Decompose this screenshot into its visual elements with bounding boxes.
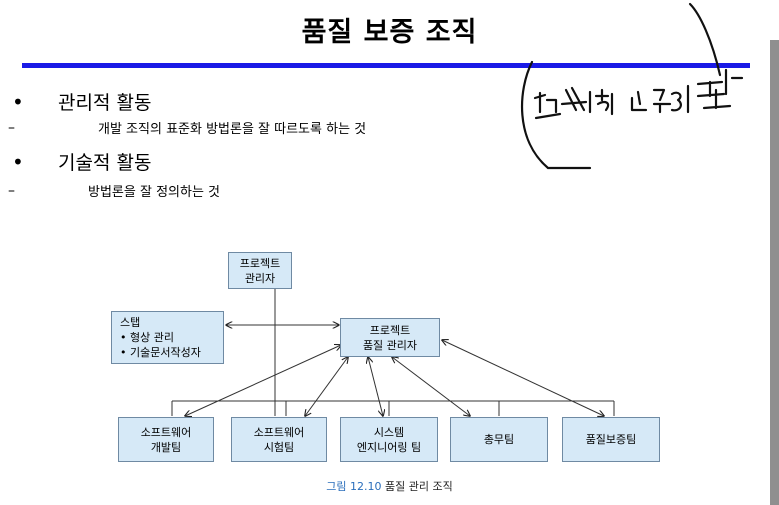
project-manager-box: 프로젝트 관리자 [228,252,292,289]
box-line: 품질보증팀 [585,433,637,446]
qa-manager-box: 프로젝트 품질 관리자 [340,318,440,357]
box-line: 개발팀 [150,440,182,454]
box-line: 소프트웨어 [140,425,192,439]
dash-marker: – [8,119,15,136]
box-line: 소프트웨어 [253,425,305,439]
sys-team-box: 시스템 엔지니어링 팀 [340,417,438,462]
dev-team-box: 소프트웨어 개발팀 [118,417,214,462]
box-line: 프로젝트 [239,256,281,270]
box-line: 총무팀 [483,433,515,446]
bullet-marker: • [12,89,24,114]
test-team-box: 소프트웨어 시험팀 [231,417,327,462]
figure-title: 품질 관리 조직 [385,480,453,493]
bullet-text: 관리적 활동 [58,92,152,114]
title-underline [22,63,750,68]
subbullet-technical: – 방법론을 잘 정의하는 것 [0,181,220,201]
admin-team-box: 총무팀 [450,417,548,462]
subbullet-management: – 개발 조직의 표준화 방법론을 잘 따르도록 하는 것 [0,118,367,138]
box-line: 스탭 [120,316,141,329]
subbullet-text: 개발 조직의 표준화 방법론을 잘 따르도록 하는 것 [98,122,367,137]
box-line: 관리자 [244,271,276,285]
box-line: 프로젝트 [369,323,411,337]
box-line: • 기술문서작성자 [120,346,201,359]
bullet-management: • 관리적 활동 [0,88,151,115]
dash-marker: – [8,182,15,199]
bullet-technical: • 기술적 활동 [0,148,151,175]
figure-number: 그림 12.10 [326,480,382,493]
box-line: 시험팀 [263,440,295,454]
window-edge [770,40,779,505]
slide-title: 품질 보증 조직 [301,17,478,48]
figure-caption: 그림 12.10 품질 관리 조직 [0,478,779,494]
box-line: • 형상 관리 [120,331,174,344]
box-line: 품질 관리자 [362,338,418,352]
subbullet-text: 방법론을 잘 정의하는 것 [88,185,220,200]
staff-box: 스탭 • 형상 관리 • 기술문서작성자 [111,311,224,364]
box-line: 시스템 [373,425,405,439]
bullet-text: 기술적 활동 [58,152,152,174]
box-line: 엔지니어링 팀 [356,440,422,454]
bullet-marker: • [12,149,24,174]
qa-team-box: 품질보증팀 [562,417,660,462]
